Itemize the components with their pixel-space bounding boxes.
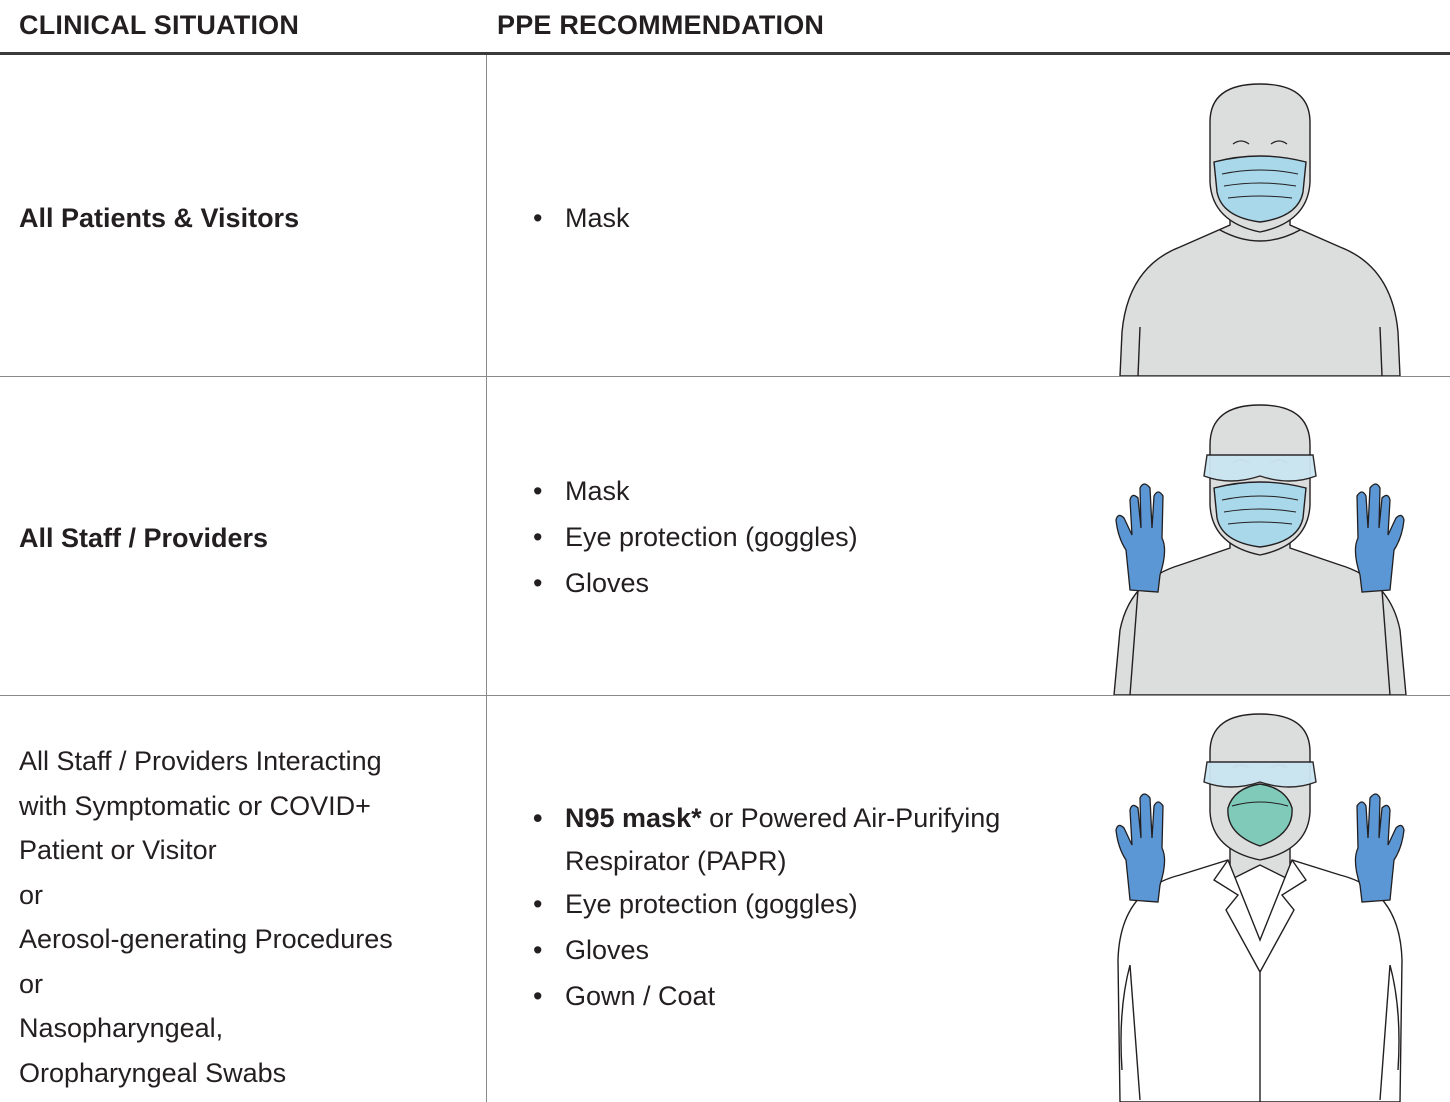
- situation-patients-visitors: All Patients & Visitors: [19, 203, 300, 233]
- person-with-mask-icon: [1119, 83, 1401, 376]
- situation-line: Oropharyngeal Swabs: [19, 1057, 287, 1088]
- ppe-item: Eye protection (goggles): [533, 881, 1000, 927]
- row-divider-2: [0, 695, 1450, 696]
- row-divider-1: [0, 376, 1450, 377]
- header-ppe-recommendation: PPE RECOMMENDATION: [497, 10, 825, 40]
- ppe-item: Mask: [533, 195, 630, 241]
- column-divider: [486, 55, 487, 1102]
- n95-alternative: or Powered Air-Purifying: [701, 803, 1001, 833]
- ppe-item: Gown / Coat: [533, 973, 1000, 1019]
- situation-staff-providers: All Staff / Providers: [19, 523, 269, 553]
- ppe-list-row3: N95 mask* or Powered Air-Purifying Respi…: [533, 795, 1000, 1019]
- situation-line: or: [19, 879, 44, 910]
- situation-line: All Staff / Providers Interacting: [19, 746, 382, 776]
- header-clinical-situation: CLINICAL SITUATION: [19, 10, 300, 40]
- situation-symptomatic-aerosol: All Staff / Providers Interacting with S…: [19, 739, 393, 1095]
- ppe-item: Gloves: [533, 927, 1000, 973]
- n95-mask-label: N95 mask*: [565, 803, 702, 833]
- situation-line: Patient or Visitor: [19, 835, 217, 865]
- ppe-item-n95: N95 mask* or Powered Air-Purifying Respi…: [533, 795, 1000, 881]
- situation-line: Nasopharyngeal,: [19, 1013, 224, 1043]
- ppe-item: Eye protection (goggles): [533, 514, 858, 560]
- ppe-item: Mask: [533, 468, 858, 514]
- header-divider: [0, 52, 1450, 55]
- situation-line: or: [19, 968, 44, 999]
- person-with-n95-goggles-gloves-gown-icon: [1115, 713, 1405, 1102]
- ppe-item: Gloves: [533, 560, 858, 606]
- person-with-mask-goggles-gloves-icon: [1113, 404, 1407, 695]
- ppe-list-row2: Mask Eye protection (goggles) Gloves: [533, 468, 858, 606]
- ppe-list-row1: Mask: [533, 195, 630, 241]
- situation-line: Aerosol-generating Procedures: [19, 924, 393, 954]
- papr-label: Respirator (PAPR): [565, 846, 787, 876]
- situation-line: with Symptomatic or COVID+: [19, 790, 371, 821]
